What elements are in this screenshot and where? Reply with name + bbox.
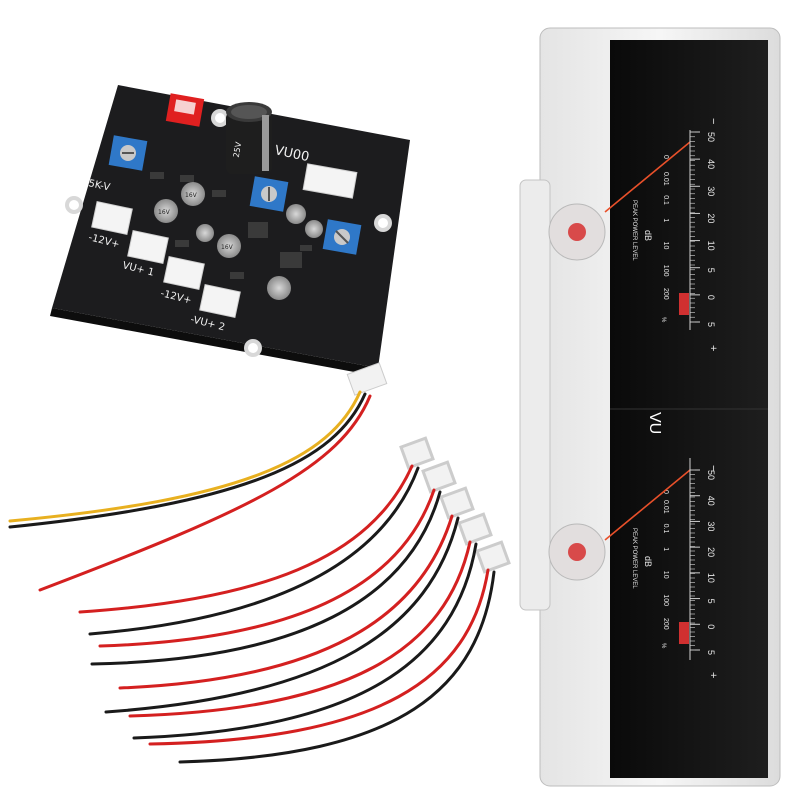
- smd-components: [150, 172, 312, 279]
- upper-pct-ticks: 0.01 0.1 1 10 100 200: [662, 172, 669, 300]
- meter-center-label: VU: [646, 412, 663, 434]
- upper-sign-left: −: [707, 118, 719, 124]
- connector-plug: [421, 460, 457, 494]
- trim-pot-3: [322, 219, 362, 255]
- lower-pct-ticks: 0.01 0.1 1 10 100 200: [662, 500, 669, 630]
- upper-red-zone: [679, 293, 689, 315]
- upper-db-tick-label: 20: [706, 213, 716, 223]
- upper-db-tick-label: 30: [706, 186, 716, 196]
- upper-zero-mark: 0: [662, 155, 669, 159]
- upper-db-tick-label: 10: [706, 241, 716, 251]
- lower-pct-tick-label: 0.1: [662, 524, 669, 534]
- lower-sign-right: +: [707, 672, 719, 678]
- signal-wire-harnesses: [78, 436, 511, 764]
- upper-sign-right: +: [707, 345, 719, 351]
- lower-db-tick-label: 20: [706, 547, 716, 557]
- capacitor-small: [286, 204, 306, 224]
- lower-pct-tick-label: 200: [662, 618, 669, 630]
- connector-plug: [346, 362, 388, 396]
- lower-db-tick-label: 5: [706, 599, 716, 604]
- connector-plug: [457, 512, 493, 546]
- upper-pct-tick-label: 200: [662, 288, 669, 300]
- mounting-screw-top: [548, 203, 606, 261]
- capacitor-small: [305, 220, 323, 238]
- connector-plug: [399, 436, 435, 470]
- svg-text:16V: 16V: [158, 209, 171, 216]
- upper-pct-tick-label: 10: [662, 242, 669, 250]
- capacitor-label: 25V: [232, 141, 244, 158]
- capacitor-small: [196, 224, 214, 242]
- upper-db-tick-label: 50: [706, 132, 716, 142]
- lower-db-tick-label: 0: [706, 624, 716, 629]
- upper-pct-tick-label: 0.1: [662, 195, 669, 205]
- capacitor-small: 16V: [217, 234, 241, 258]
- lower-pct-tick-label: 0.01: [662, 500, 669, 514]
- lower-db-tick-label: 50: [706, 470, 716, 480]
- upper-pct-tick-label: 100: [662, 265, 669, 277]
- mounting-holes: [65, 109, 392, 357]
- lower-pct-unit: %: [660, 643, 666, 649]
- lower-sign-left: −: [707, 465, 719, 471]
- lower-db-tick-label: 10: [706, 573, 716, 583]
- mounting-screw-bottom: [548, 523, 606, 581]
- meter-flange: [519, 179, 551, 611]
- upper-unit: dB: [643, 230, 653, 241]
- lower-db-tick-label: 40: [706, 496, 716, 506]
- upper-pct-unit: %: [660, 317, 666, 323]
- lower-red-zone: [679, 622, 689, 644]
- lower-unit: dB: [643, 556, 653, 567]
- svg-text:16V: 16V: [221, 244, 234, 251]
- lower-needle: [604, 469, 691, 541]
- signal-connector-top: [302, 163, 358, 199]
- upper-db-tick-label: 5: [706, 268, 716, 273]
- upper-db-tick-label: 0: [706, 295, 716, 300]
- upper-pct-tick-label: 0.01: [662, 172, 669, 186]
- upper-db-tick-label: 5: [706, 322, 716, 327]
- capacitor-small: [267, 276, 291, 300]
- lower-zero-mark: 0: [662, 490, 669, 494]
- power-connector: [165, 93, 205, 127]
- trim-pot-1: [108, 135, 148, 171]
- pcb-edge: [50, 308, 378, 376]
- lower-db-tick-label: 30: [706, 521, 716, 531]
- lower-pct-tick-label: 10: [662, 571, 669, 579]
- upper-needle: [604, 141, 691, 213]
- lower-db-tick-label: 5: [706, 650, 716, 655]
- connector-plug: [439, 486, 475, 520]
- capacitor-small: 16V: [154, 199, 178, 223]
- svg-text:16V: 16V: [185, 192, 198, 199]
- trim-pot-2: [249, 176, 289, 212]
- upper-db-tick-label: 40: [706, 159, 716, 169]
- small-capacitors: 16V 16V 16V: [154, 182, 323, 300]
- lower-pct-tick-label: 1: [662, 547, 669, 551]
- capacitor-large: 25V: [226, 102, 272, 174]
- power-wire-harness: [8, 362, 388, 592]
- lower-caption: PEAK POWER LEVEL: [631, 528, 637, 589]
- upper-caption: PEAK POWER LEVEL: [631, 200, 637, 261]
- pot-label: 5K-V: [87, 178, 111, 193]
- driver-board: 25V 16V: [50, 85, 410, 376]
- upper-pct-tick-label: 1: [662, 218, 669, 222]
- capacitor-small: 16V: [181, 182, 205, 206]
- output-connectors: [91, 200, 241, 319]
- lower-pct-tick-label: 100: [662, 594, 669, 606]
- connector-plug: [475, 540, 511, 574]
- top-label: VU00: [273, 143, 310, 165]
